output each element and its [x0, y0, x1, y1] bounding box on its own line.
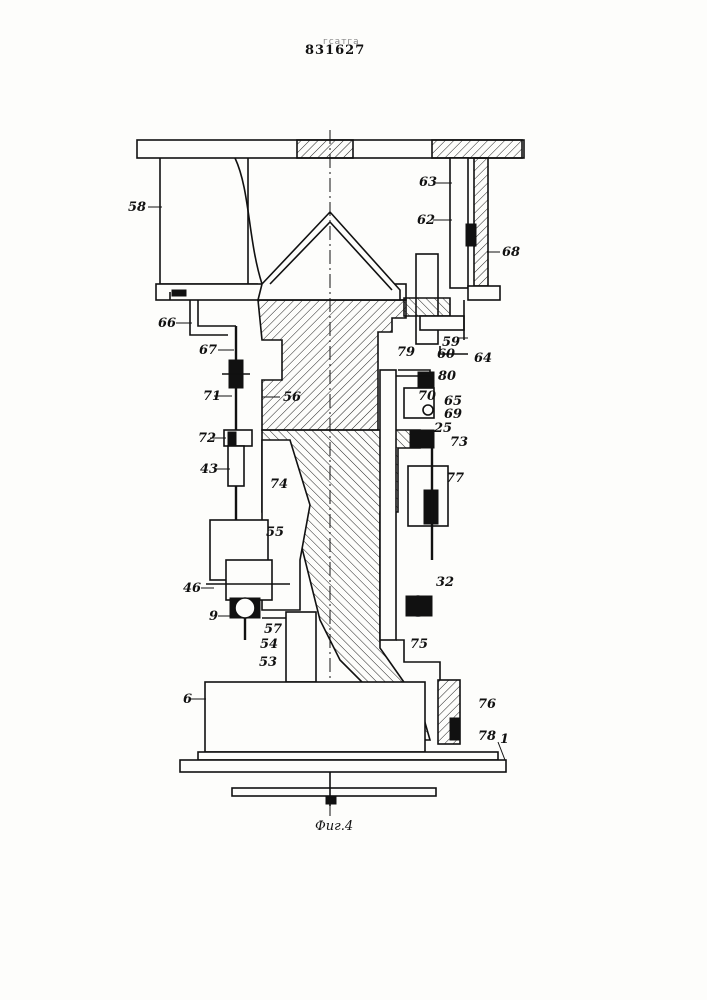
label-68: 68	[502, 245, 520, 260]
label-25: 25	[433, 421, 452, 436]
label-70: 70	[418, 389, 436, 404]
label-73: 73	[450, 435, 468, 450]
archive-stamp: гсатга	[323, 37, 360, 47]
label-67: 67	[199, 343, 217, 358]
label-69: 69	[444, 407, 462, 422]
label-58: 58	[128, 200, 146, 215]
label-57: 57	[264, 622, 282, 637]
label-53: 53	[259, 655, 277, 670]
label-43: 43	[200, 462, 218, 477]
label-1: 1	[500, 732, 509, 747]
label-77: 77	[446, 471, 464, 486]
label-76: 76	[478, 697, 496, 712]
label-79: 79	[397, 345, 415, 360]
label-78: 78	[478, 729, 496, 744]
label-55: 55	[266, 525, 284, 540]
label-71: 71	[203, 389, 221, 404]
label-74: 74	[270, 477, 288, 492]
label-32: 32	[436, 575, 454, 590]
label-6: 6	[183, 692, 192, 707]
label-80: 80	[438, 369, 456, 384]
figure-caption: Фиг.4	[315, 819, 353, 834]
label-62: 62	[417, 213, 435, 228]
label-56: 56	[283, 390, 301, 405]
label-75: 75	[410, 637, 428, 652]
cone	[258, 212, 400, 300]
label-72: 72	[198, 431, 216, 446]
label-54: 54	[260, 637, 278, 652]
label-60: 60	[437, 347, 455, 362]
label-64: 64	[474, 351, 492, 366]
label-46: 46	[183, 581, 201, 596]
label-9: 9	[209, 609, 218, 624]
label-66: 66	[158, 316, 176, 331]
label-63: 63	[419, 175, 437, 190]
